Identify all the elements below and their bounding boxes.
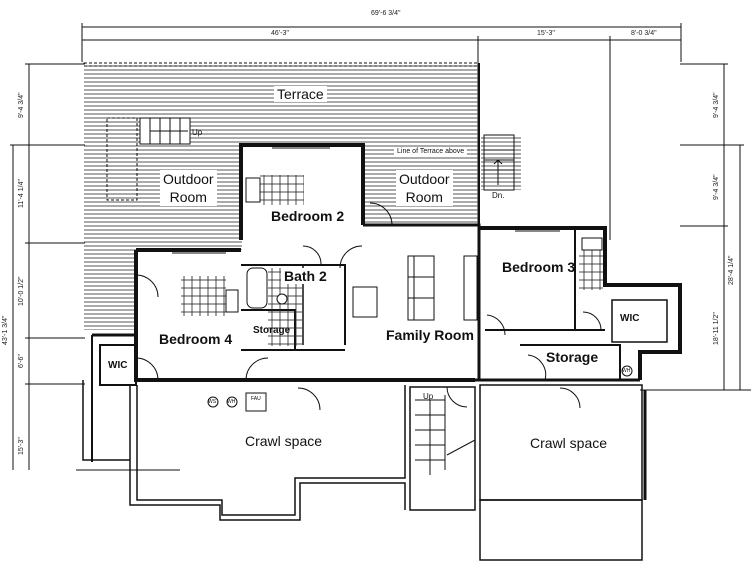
room-crawl-left: Crawl space [245, 433, 323, 449]
dim-left-seg-5: 15'-3" [18, 437, 25, 455]
dim-top-seg-1: 46'-3" [268, 30, 292, 37]
room-bath-2: Bath 2 [281, 268, 330, 284]
left-dimensions [10, 63, 85, 470]
terrace-stair-up-label: Up [192, 128, 203, 137]
dim-left-seg-2: 11'-4 1/4" [18, 179, 25, 208]
dim-right-overall: 28'-4 1/4" [728, 255, 735, 285]
bedroom4-shower [181, 276, 226, 316]
appliances [207, 365, 633, 412]
room-storage-right: Storage [546, 349, 599, 365]
dim-top-seg-3: 8'-0 3/4" [628, 30, 660, 37]
exterior-stair-dn [483, 134, 515, 191]
doors [135, 202, 602, 411]
family-room-furniture [352, 255, 478, 321]
outdoor-left-line1: Outdoor [163, 171, 214, 187]
line-of-terrace-label: Line of Terrace above [394, 148, 468, 155]
room-outdoor-left: Outdoor Room [160, 170, 217, 206]
outdoor-right-line1: Outdoor [399, 171, 450, 187]
bedroom3-shower [579, 250, 603, 290]
dim-right-seg-1: 9'-4 3/4" [713, 92, 720, 118]
windows [172, 147, 560, 254]
terrace-stair [106, 117, 191, 201]
dim-left-seg-3: 10'-0 1/2" [18, 276, 25, 306]
room-crawl-right: Crawl space [530, 435, 608, 451]
outdoor-right-line2: Room [405, 189, 443, 205]
wh-right-label: WH [622, 368, 631, 374]
room-bedroom-3: Bedroom 3 [502, 259, 576, 275]
dim-right-seg-2: 9'-4 3/4" [713, 174, 720, 200]
right-dimensions [640, 63, 751, 391]
room-terrace: Terrace [274, 86, 327, 102]
dim-left-seg-4: 6'-6" [18, 354, 25, 368]
dim-left-overall: 43'-1 3/4" [2, 315, 9, 345]
furnace-label: FAU [251, 396, 261, 402]
dim-overall-width: 69'-6 3/4" [368, 10, 404, 17]
room-storage-left: Storage [253, 325, 291, 336]
stair-up-label: Up [423, 392, 434, 401]
bedroom2-shower [260, 175, 304, 205]
dim-top-seg-2: 15'-3" [534, 30, 558, 37]
room-bedroom-2: Bedroom 2 [271, 208, 345, 224]
dim-right-seg-3: 18'-11 1/2" [713, 312, 720, 345]
stair-dn-label: Dn. [492, 191, 505, 200]
room-wic-right: WIC [620, 313, 640, 324]
outdoor-left-line2: Room [169, 189, 207, 205]
room-bedroom-4: Bedroom 4 [159, 331, 233, 347]
wh-label: WH [227, 399, 236, 405]
room-outdoor-right: Outdoor Room [396, 170, 453, 206]
interior-stair [415, 395, 476, 475]
room-wic-left: WIC [108, 360, 128, 371]
dim-left-seg-1: 9'-4 3/4" [18, 92, 25, 118]
ws-label: WS [208, 399, 217, 405]
room-family-room: Family Room [386, 327, 474, 343]
